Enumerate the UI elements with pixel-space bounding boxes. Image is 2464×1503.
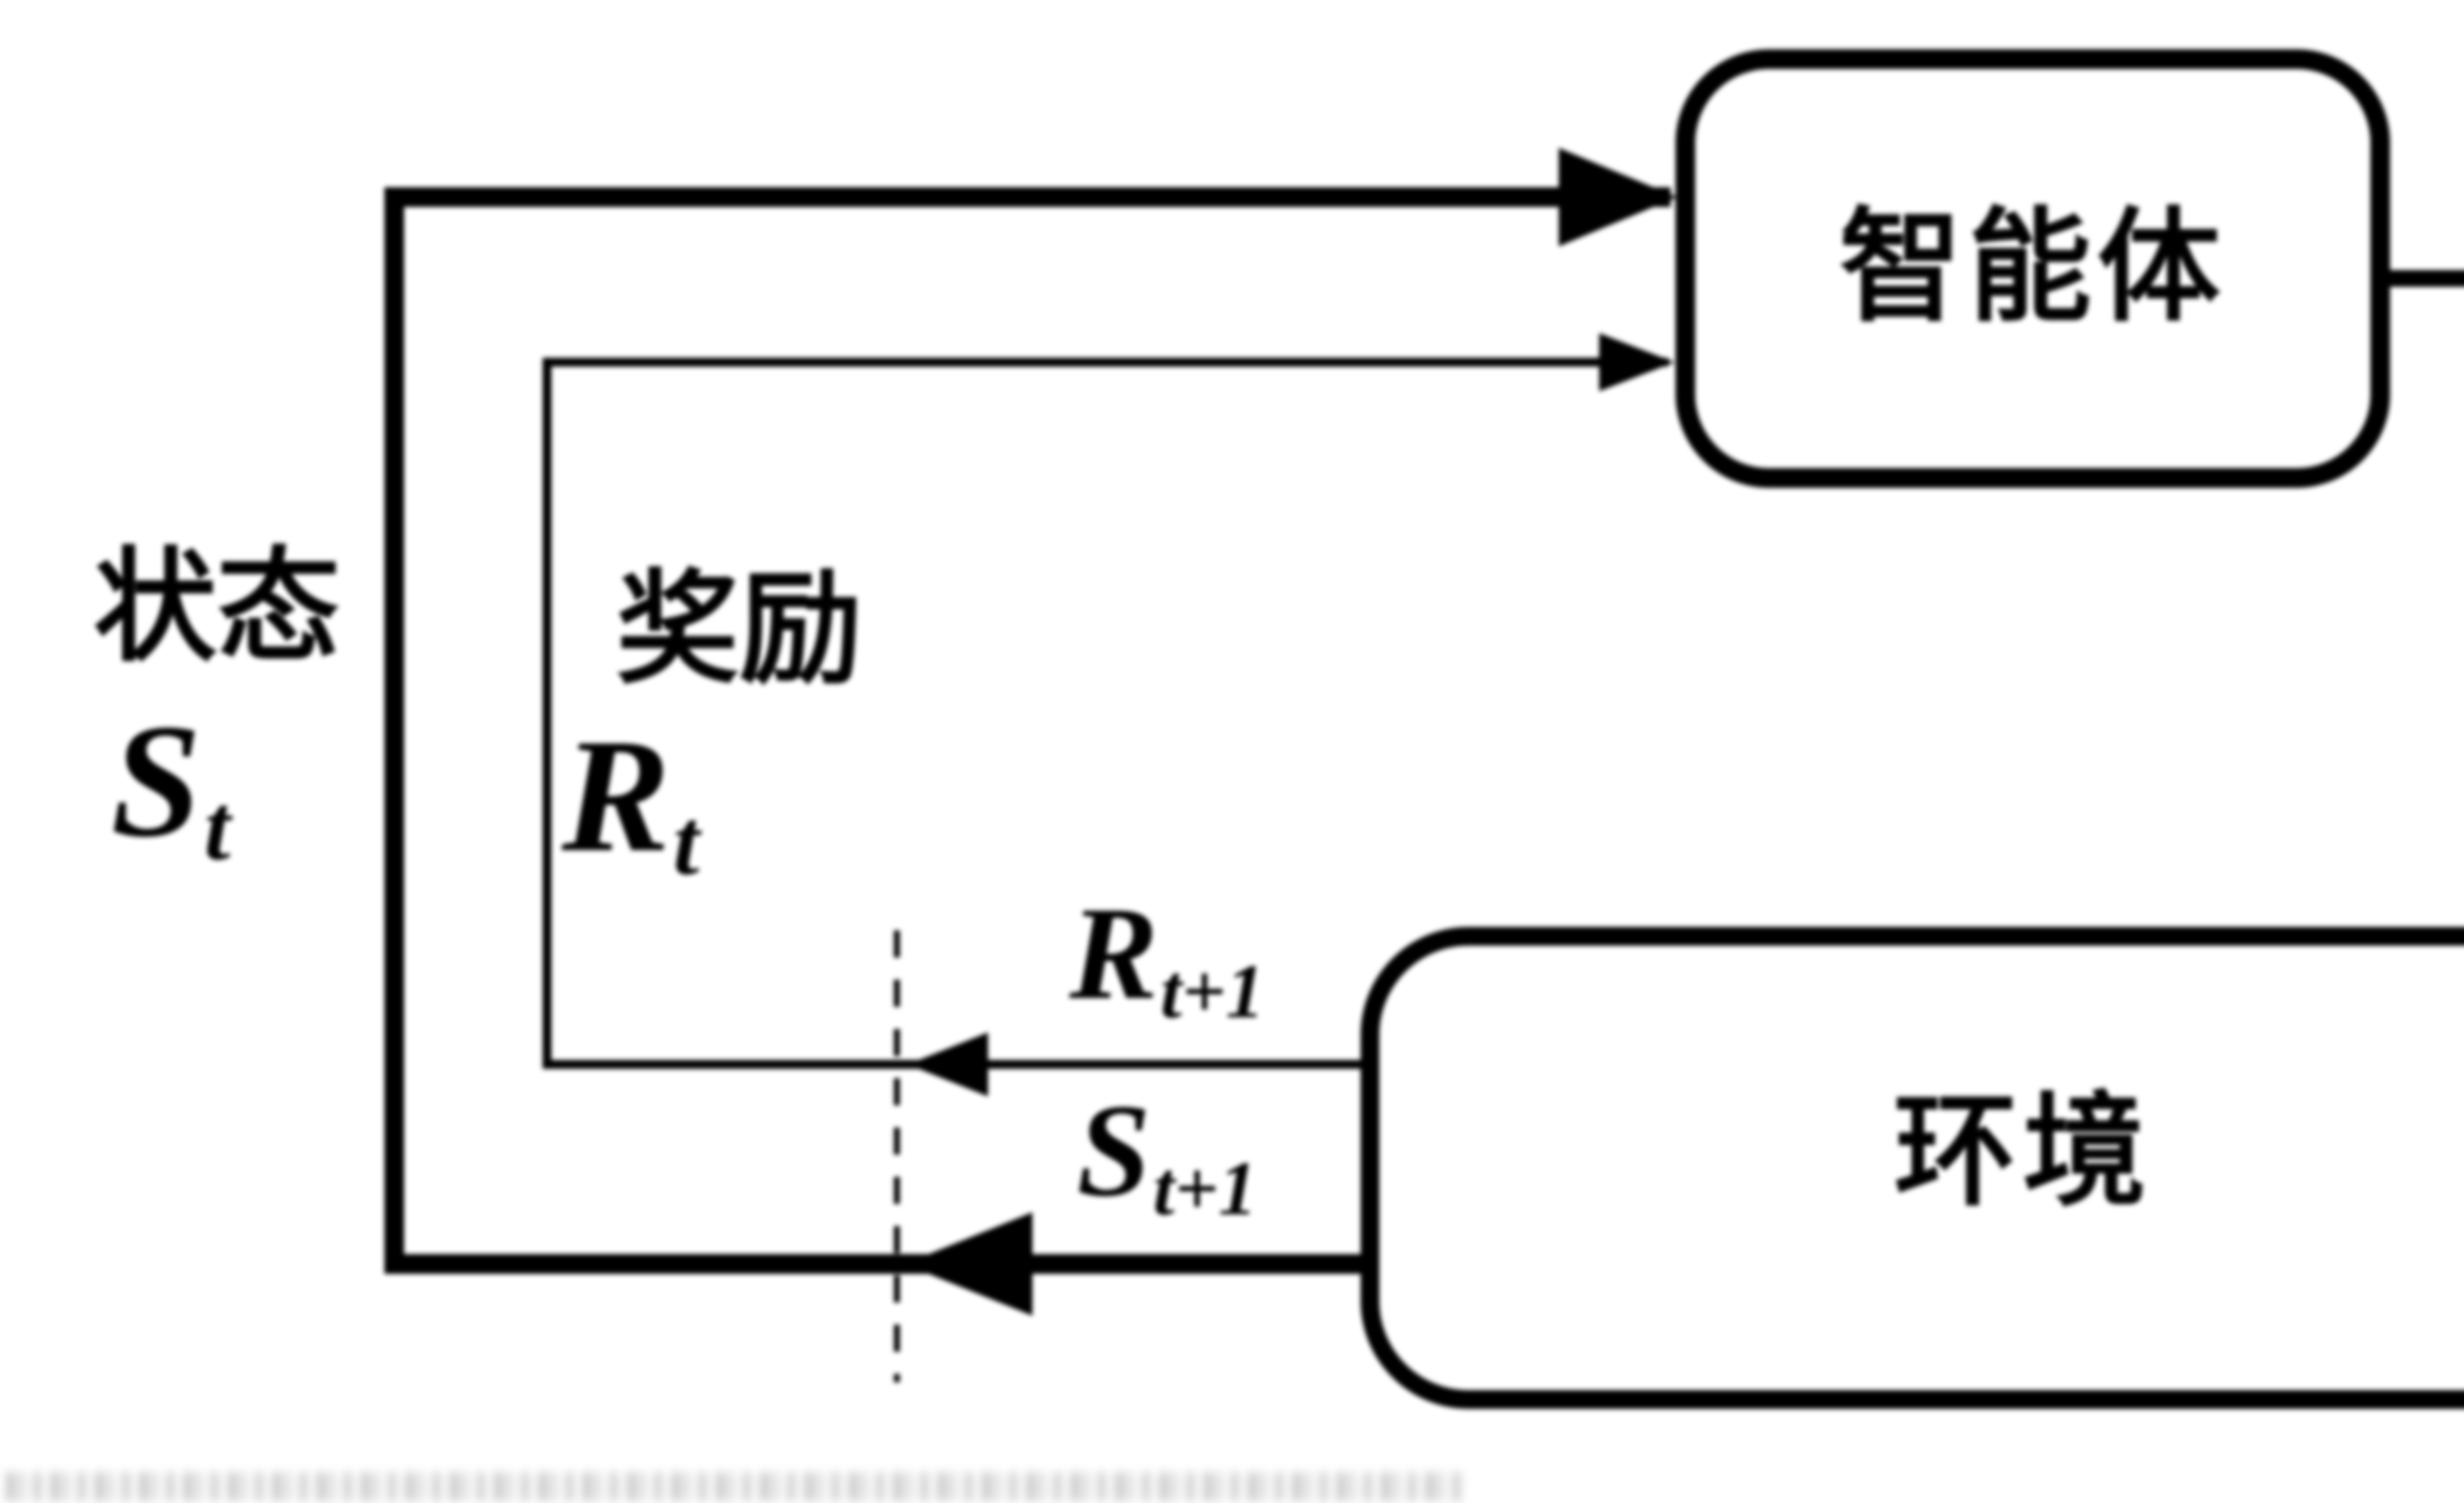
next-state-arrowhead bbox=[904, 1212, 1032, 1316]
reward-symbol: Rt bbox=[562, 715, 699, 889]
agent-box bbox=[1676, 49, 2390, 488]
next-reward-arrowhead bbox=[908, 1032, 988, 1096]
state-label-cn: 状态 bbox=[94, 540, 340, 677]
next-reward-symbol-sub: t+1 bbox=[1160, 948, 1265, 1034]
next-state-symbol-base: S bbox=[1077, 1077, 1151, 1224]
cutoff-caption-strip bbox=[7, 1472, 1461, 1501]
next-reward-symbol-base: R bbox=[1069, 880, 1159, 1027]
state-symbol-base: S bbox=[111, 691, 202, 871]
reward-arrowhead bbox=[1599, 333, 1675, 391]
state-arrowhead bbox=[1559, 148, 1677, 246]
next-state-symbol-sub: t+1 bbox=[1153, 1145, 1257, 1231]
next-reward-symbol: Rt+1 bbox=[1069, 887, 1265, 1030]
environment-box bbox=[1361, 927, 2464, 1409]
state-symbol-sub: t bbox=[204, 775, 231, 880]
next-state-symbol: St+1 bbox=[1077, 1084, 1257, 1227]
reward-symbol-sub: t bbox=[673, 789, 700, 894]
state-symbol: St bbox=[111, 700, 230, 875]
reward-symbol-base: R bbox=[562, 706, 671, 886]
reward-label-cn: 奖励 bbox=[616, 562, 862, 699]
